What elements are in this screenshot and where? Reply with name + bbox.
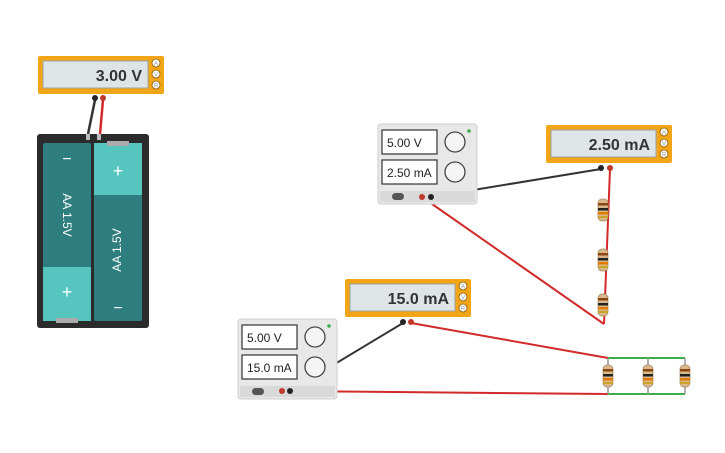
multimeter-series-a-port[interactable] (607, 165, 613, 171)
battery-cell-right-label: AA 1.5V (110, 228, 124, 271)
resistor-parallel-2[interactable] (642, 358, 654, 394)
battery-cell-left-label: AA 1.5V (60, 193, 74, 236)
multimeter-parallel-reading: 15.0 mA (388, 291, 450, 308)
multimeter-parallel-mode-a[interactable]: A (461, 285, 465, 291)
wire-red-series-supply-to-resistors[interactable] (421, 196, 605, 325)
power-supply-parallel-current-knob[interactable] (304, 356, 326, 378)
power-supply-series-voltage: 5.00 V (387, 136, 422, 150)
power-supply-parallel-positive-port[interactable] (279, 388, 285, 394)
resistor-series-3[interactable] (597, 293, 609, 317)
power-supply-series-led-icon (467, 129, 471, 133)
multimeter-series[interactable]: 2.50 mA A V R (546, 125, 672, 171)
battery-cell-right-bottom-terminal: − (113, 300, 122, 317)
power-supply-series[interactable]: 5.00 V 2.50 mA (377, 123, 478, 205)
multimeter-battery-reading: 3.00 V (96, 68, 143, 85)
multimeter-parallel-mode-r[interactable]: R (461, 307, 466, 313)
multimeter-parallel-com-port[interactable] (400, 319, 406, 325)
multimeter-battery-v-port[interactable] (100, 95, 106, 101)
wire-red-parallel-ammeter-to-network[interactable] (410, 322, 609, 359)
multimeter-parallel-a-port[interactable] (408, 319, 414, 325)
power-supply-parallel-negative-port[interactable] (287, 388, 293, 394)
battery-cell-left-top-terminal: − (62, 151, 71, 168)
multimeter-series-reading: 2.50 mA (589, 137, 651, 154)
multimeter-parallel-mode-v[interactable]: V (461, 296, 465, 302)
power-supply-series-positive-port[interactable] (419, 194, 425, 200)
power-supply-series-switch[interactable] (392, 193, 404, 200)
multimeter-battery-mode-v[interactable]: V (154, 73, 158, 79)
multimeter-parallel[interactable]: 15.0 mA A V R (345, 279, 471, 325)
power-supply-parallel-switch[interactable] (252, 388, 264, 395)
battery-cell-right[interactable]: + − AA 1.5V (94, 141, 142, 321)
power-supply-series-current: 2.50 mA (387, 166, 432, 180)
power-supply-parallel-current: 15.0 mA (247, 361, 292, 375)
resistor-series-2[interactable] (597, 248, 609, 272)
multimeter-series-com-port[interactable] (598, 165, 604, 171)
resistor-parallel-1[interactable] (602, 358, 614, 394)
power-supply-parallel-led-icon (327, 324, 331, 328)
multimeter-battery-com-port[interactable] (92, 95, 98, 101)
multimeter-battery[interactable]: 3.00 V A V R (38, 56, 164, 101)
multimeter-battery-mode-a[interactable]: A (154, 62, 158, 68)
wire-black-battery-probe[interactable] (86, 99, 97, 135)
power-supply-parallel-voltage: 5.00 V (247, 331, 282, 345)
power-supply-series-voltage-knob[interactable] (444, 131, 466, 153)
multimeter-series-mode-v[interactable]: V (662, 142, 666, 148)
multimeter-series-mode-r[interactable]: R (662, 153, 667, 159)
resistor-parallel-3[interactable] (679, 358, 691, 394)
resistor-series-1[interactable] (597, 198, 609, 222)
power-supply-parallel[interactable]: 5.00 V 15.0 mA (237, 318, 338, 400)
power-supply-parallel-voltage-knob[interactable] (304, 326, 326, 348)
power-supply-series-negative-port[interactable] (428, 194, 434, 200)
battery-cell-left-bottom-terminal: + (62, 282, 73, 302)
power-supply-series-current-knob[interactable] (444, 161, 466, 183)
battery-cell-left[interactable]: − + AA 1.5V (43, 143, 91, 323)
multimeter-battery-mode-r[interactable]: R (154, 84, 159, 90)
battery-pack[interactable]: − + AA 1.5V + − AA 1.5V (37, 134, 149, 328)
multimeter-series-mode-a[interactable]: A (662, 131, 666, 137)
battery-cell-right-top-terminal: + (113, 161, 124, 181)
wire-red-battery-probe[interactable] (98, 99, 105, 135)
